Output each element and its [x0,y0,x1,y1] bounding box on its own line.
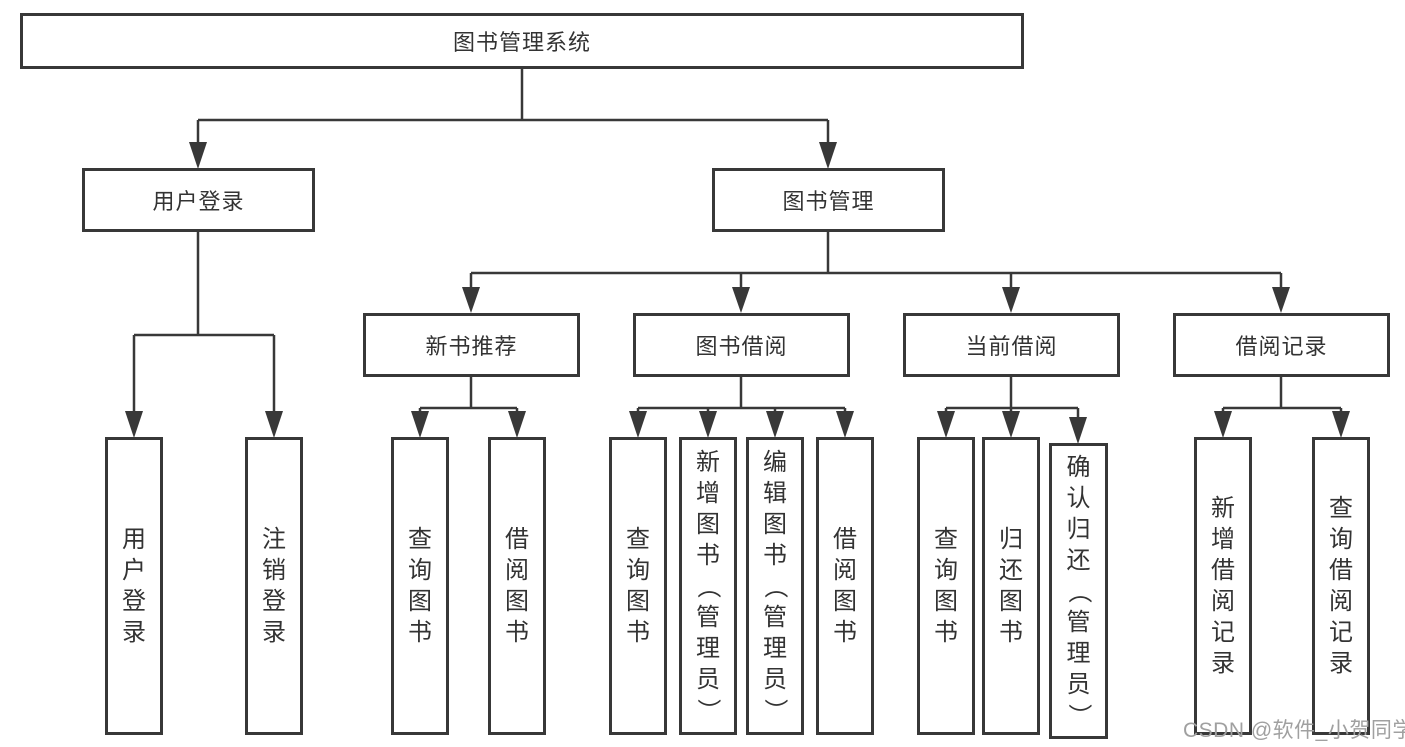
node-label: 新书推荐 [425,334,518,359]
leaf-confirm-return-admin: 确认归还（管理员） [1049,443,1108,739]
leaf-query-books-2: 查询图书 [609,437,667,735]
node-new-book-recommendation: 新书推荐 [363,313,580,377]
node-borrowing-records: 借阅记录 [1173,313,1390,377]
leaf-return-books: 归还图书 [982,437,1040,735]
node-label: 注销登录 [262,526,286,646]
leaf-query-borrow-record: 查询借阅记录 [1312,437,1370,735]
leaf-borrow-books-2: 借阅图书 [816,437,874,735]
node-label: 查询图书 [934,526,958,646]
leaf-edit-books-admin: 编辑图书（管理员） [746,437,804,735]
node-label: 新增图书（管理员） [694,448,722,723]
node-label: 新增借阅记录 [1211,495,1235,677]
node-label: 编辑图书（管理员） [761,448,789,723]
leaf-logout: 注销登录 [245,437,303,735]
node-label: 用户登录 [122,526,146,646]
node-label: 借阅图书 [833,526,857,646]
leaf-query-books-1: 查询图书 [391,437,449,735]
node-book-management: 图书管理 [712,168,945,232]
csdn-watermark: CSDN @软件_小贺同学 [1183,719,1405,742]
leaf-add-borrow-record: 新增借阅记录 [1194,437,1252,735]
node-label: 查询借阅记录 [1329,495,1353,677]
node-label: 图书管理系统 [452,30,591,55]
leaf-borrow-books-1: 借阅图书 [488,437,546,735]
node-label: 确认归还（管理员） [1065,453,1092,728]
leaf-query-books-3: 查询图书 [917,437,975,735]
node-label: 图书借阅 [695,334,788,359]
node-label: 用户登录 [152,189,245,214]
node-book-borrowing: 图书借阅 [633,313,850,377]
node-label: 图书管理 [782,189,875,214]
node-label: 借阅图书 [505,526,529,646]
leaf-add-books-admin: 新增图书（管理员） [679,437,737,735]
node-label: 借阅记录 [1235,334,1328,359]
node-label: 归还图书 [999,526,1023,646]
node-current-borrowing: 当前借阅 [903,313,1120,377]
node-user-login: 用户登录 [82,168,315,232]
node-label: 查询图书 [626,526,650,646]
node-library-management-system: 图书管理系统 [20,13,1024,69]
node-label: 当前借阅 [965,334,1058,359]
leaf-user-login: 用户登录 [105,437,163,735]
node-label: 查询图书 [408,526,432,646]
